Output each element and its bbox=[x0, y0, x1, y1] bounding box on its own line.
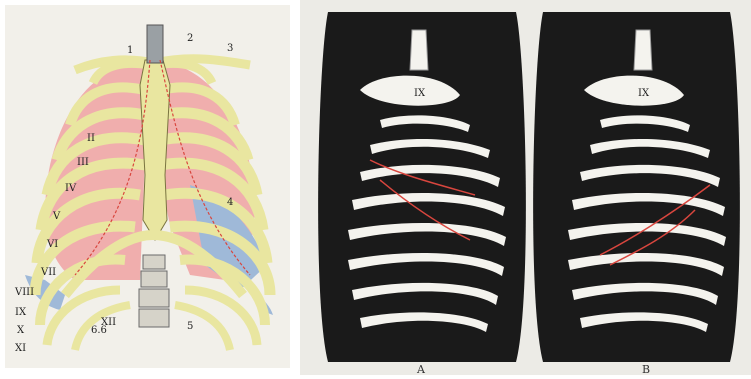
label-rib-X: X bbox=[17, 325, 24, 336]
label-rib-III: III bbox=[77, 157, 89, 168]
label-top-1: 1 bbox=[127, 45, 133, 56]
book-page-plates: IX IX A B bbox=[300, 0, 751, 375]
label-bottom-5: 5 bbox=[187, 321, 193, 332]
rib-9-r bbox=[185, 290, 257, 345]
label-rib-V: V bbox=[53, 211, 60, 222]
colored-rib-cage-illustration: 1 2 3 II III IV V VI VII VIII IX X XI XI… bbox=[5, 5, 290, 368]
plate-a-label: IX bbox=[414, 88, 425, 99]
label-rib-II: II bbox=[87, 133, 95, 144]
plate-a bbox=[318, 12, 526, 362]
caption-b: B bbox=[642, 363, 650, 376]
rib-10-r bbox=[175, 305, 230, 350]
label-top-3: 3 bbox=[227, 43, 233, 54]
label-rib-XI: XI bbox=[15, 343, 26, 354]
rib-cage-drawing bbox=[5, 5, 290, 368]
caption-a: A bbox=[417, 363, 425, 376]
label-rib-IV: IV bbox=[65, 183, 76, 194]
label-rib-IX: IX bbox=[15, 307, 26, 318]
vertebral-column bbox=[139, 255, 169, 327]
trachea bbox=[147, 25, 163, 63]
label-rib-VI: VI bbox=[47, 239, 58, 250]
plate-b-label: IX bbox=[638, 88, 649, 99]
left-clavicle bbox=[155, 59, 250, 65]
plate-b bbox=[533, 12, 740, 362]
label-bottom-6: 6.6 bbox=[91, 325, 107, 336]
label-top-2: 2 bbox=[187, 33, 193, 44]
label-right-4: 4 bbox=[227, 197, 233, 208]
label-rib-VIII: VIII bbox=[15, 287, 34, 298]
plates-drawing bbox=[300, 0, 751, 375]
label-rib-VII: VII bbox=[41, 267, 56, 278]
sternum bbox=[140, 60, 170, 240]
